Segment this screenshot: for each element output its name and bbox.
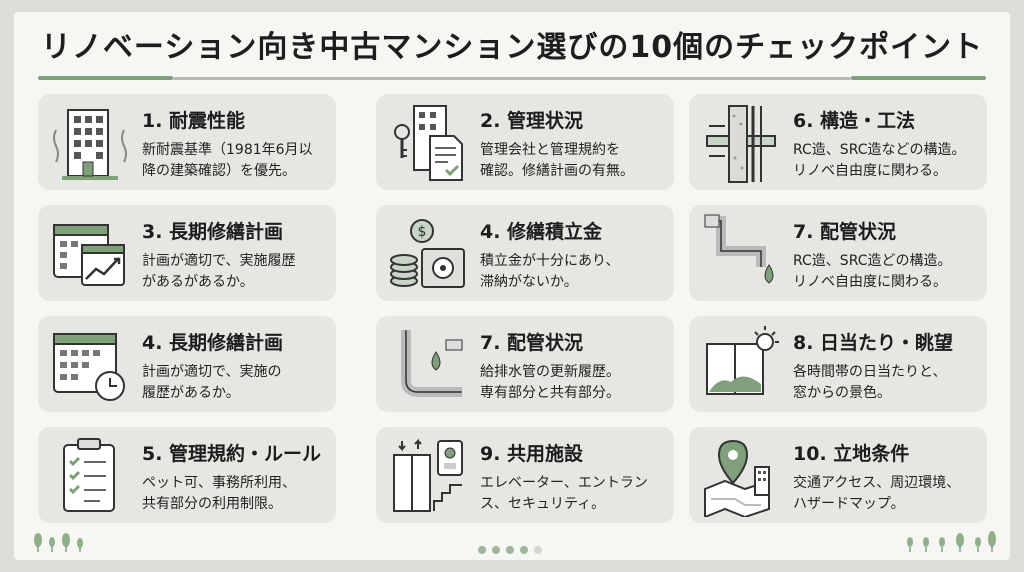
card-description: 交通アクセス、周辺環境、ハザードマップ。 [793, 475, 961, 512]
card-description: エレベーター、エントランス、セキュリティ。 [480, 475, 648, 512]
elevator-intercom-icon [393, 438, 463, 512]
tree-decoration-right [907, 531, 996, 552]
tree-decoration-left [34, 533, 83, 552]
card-description: 新耐震基準（1981年6月以降の建築確認）を優先。 [142, 142, 313, 179]
card-title: 1. 耐震性能 [142, 110, 246, 132]
card-long-term-plan: 3. 長期修繕計画 計画が適切で、実施履歴があるがあるか。 [38, 205, 336, 301]
card-title: 10. 立地条件 [793, 443, 910, 465]
building-icon [53, 109, 127, 180]
card-description: RC造、SRC造どの構造。リノベ自由度に関わる。 [793, 253, 952, 290]
structure-section-icon [706, 105, 776, 183]
calendar-chart-icon [53, 224, 125, 286]
card-sunlight-view: 8. 日当たり・眺望 各時間帯の日当たりと、窓からの景色。 [689, 316, 987, 412]
pipe-drop-icon [704, 214, 774, 284]
card-title: 2. 管理状況 [480, 110, 584, 132]
card-title: 7. 配管状況 [480, 332, 584, 354]
window-sun-icon [706, 326, 779, 395]
card-piping-2: 7. 配管状況 給排水管の更新履歴。専有部分と共有部分。 [376, 316, 674, 412]
title-rule-middle [173, 77, 851, 80]
card-structure: 6. 構造・工法 RC造、SRC造などの構造。リノベ自由度に関わる。 [689, 94, 987, 190]
card-management: 2. 管理状況 管理会社と管理規約を確認。修繕計画の有無。 [376, 94, 674, 190]
card-title: 8. 日当たり・眺望 [793, 332, 954, 354]
card-description: ペット可、事務所利用、共有部分の利用制限。 [142, 475, 296, 512]
card-shared-facilities: 9. 共用施設 エレベーター、エントランス、セキュリティ。 [376, 427, 674, 523]
card-description: 計画が適切で、実施履歴があるがあるか。 [142, 253, 296, 290]
checklist-icon [63, 438, 115, 512]
title-rule-left [38, 76, 173, 80]
card-title: 3. 長期修繕計画 [142, 221, 284, 243]
card-seismic: 1. 耐震性能 新耐震基準（1981年6月以降の建築確認）を優先。 [38, 94, 336, 190]
card-long-term-plan-2: 4. 長期修繕計画 計画が適切で、実施の履歴があるか。 [38, 316, 336, 412]
svg-text:$: $ [418, 224, 427, 240]
card-title: 6. 構造・工法 [793, 110, 916, 132]
pipe-drop-icon [401, 330, 463, 397]
card-title: 4. 修繕積立金 [480, 221, 603, 243]
card-description: 管理会社と管理規約を確認。修繕計画の有無。 [480, 142, 634, 179]
coins-safe-icon: $ [390, 219, 465, 288]
card-title: 9. 共用施設 [480, 443, 584, 465]
map-pin-icon [704, 439, 770, 517]
card-reserve-fund: $ 4. 修繕積立金 積立金が十分にあり、滞納がないか。 [376, 205, 674, 301]
card-title: 5. 管理規約・ルール [142, 443, 322, 465]
pagination-dots [478, 539, 548, 558]
calendar-clock-icon [53, 333, 125, 401]
page-title: リノベーション向き中古マンション選びの10個のチェックポイント [40, 30, 984, 65]
card-title: 7. 配管状況 [793, 221, 897, 243]
card-description: 計画が適切で、実施の履歴があるか。 [142, 364, 282, 401]
card-title: 4. 長期修繕計画 [142, 332, 284, 354]
card-description: 積立金が十分にあり、滞納がないか。 [480, 253, 620, 290]
title-rule-right [851, 76, 986, 80]
card-piping-1: 7. 配管状況 RC造、SRC造どの構造。リノベ自由度に関わる。 [689, 205, 987, 301]
card-location: 10. 立地条件 交通アクセス、周辺環境、ハザードマップ。 [689, 427, 987, 523]
card-description: 給排水管の更新履歴。専有部分と共有部分。 [480, 364, 620, 401]
card-description: 各時間帯の日当たりと、窓からの景色。 [793, 364, 947, 401]
card-rules: 5. 管理規約・ルール ペット可、事務所利用、共有部分の利用制限。 [38, 427, 336, 523]
card-description: RC造、SRC造などの構造。リノベ自由度に関わる。 [793, 142, 966, 179]
keys-document-icon [394, 105, 463, 181]
